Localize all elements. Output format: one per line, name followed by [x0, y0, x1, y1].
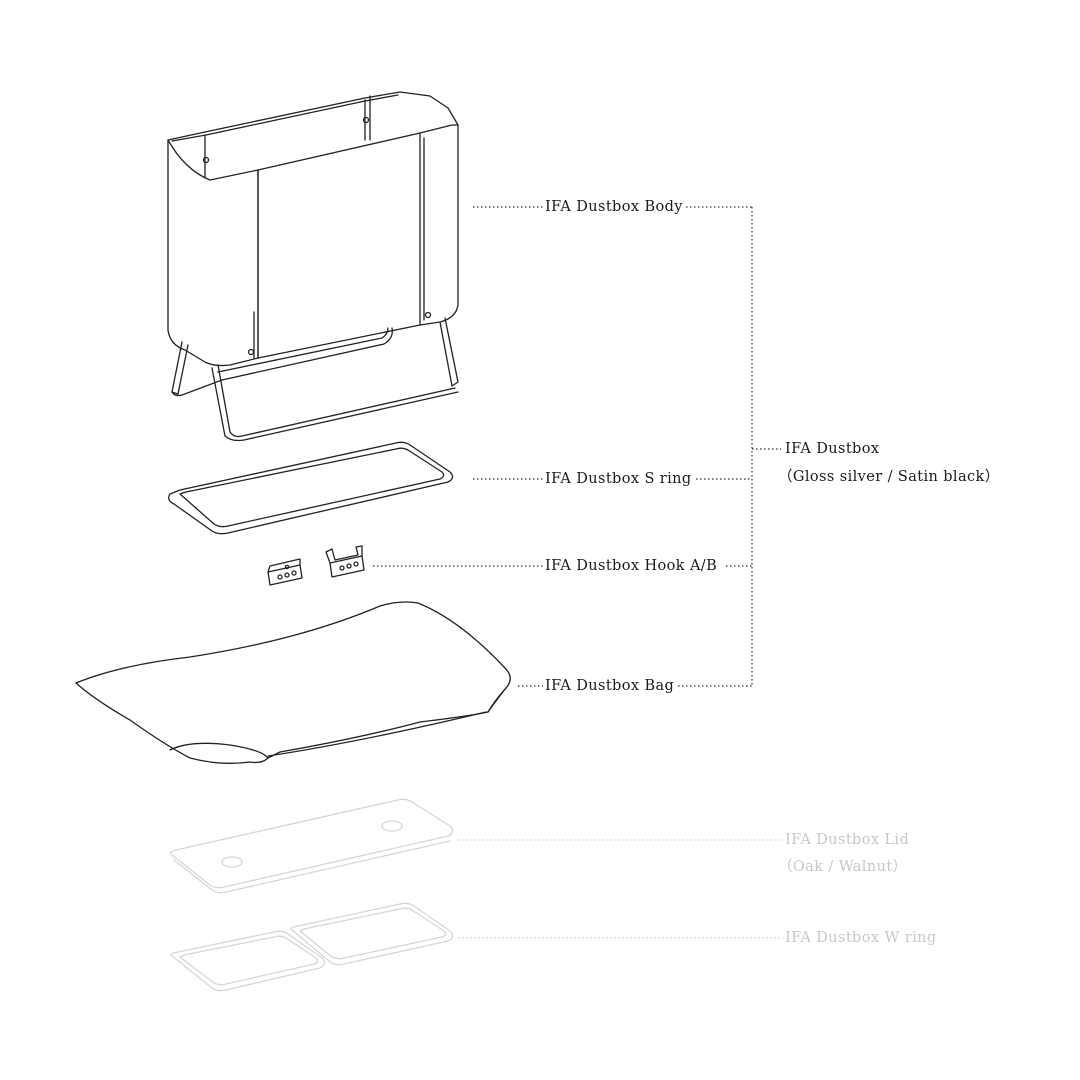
label-hook: IFA Dustbox Hook A/B	[543, 557, 720, 575]
label-lid-finish: （Oak / Walnut）	[776, 858, 910, 876]
lid-drawing	[170, 798, 454, 894]
hook-b-drawing	[325, 545, 365, 578]
label-dustbox-finish: （Gloss silver / Satin black）	[776, 468, 1002, 486]
bag-drawing	[75, 601, 511, 764]
label-body: IFA Dustbox Body	[543, 198, 685, 216]
label-dustbox-title: IFA Dustbox	[783, 440, 882, 458]
label-w-ring: IFA Dustbox W ring	[783, 929, 939, 947]
s-ring-drawing	[168, 441, 454, 535]
label-bag: IFA Dustbox Bag	[543, 677, 677, 695]
label-lid-title: IFA Dustbox Lid	[783, 831, 912, 849]
w-ring-drawing	[170, 902, 454, 992]
label-s-ring: IFA Dustbox S ring	[543, 470, 694, 488]
leader-lines	[373, 206, 783, 939]
dustbox-body-drawing	[167, 91, 459, 442]
hook-a-drawing	[267, 558, 303, 586]
